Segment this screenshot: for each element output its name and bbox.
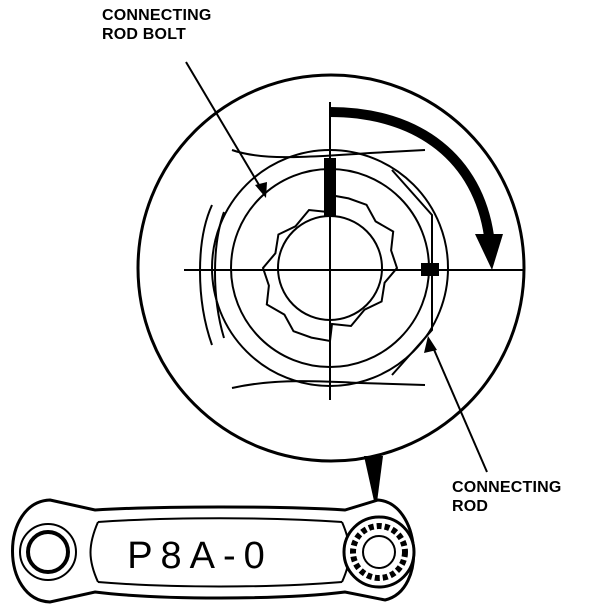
connecting-rod-bolt-label: CONNECTING ROD BOLT — [102, 6, 212, 44]
rotation-arrow-head-icon — [475, 234, 503, 270]
rod-side-inner-top — [97, 517, 343, 523]
rod-left-curve-1 — [199, 204, 213, 346]
rod-label-line-2: ROD — [452, 498, 489, 515]
bolt-leader-arrow-icon — [255, 182, 267, 198]
rod-leader-arrow-icon — [424, 336, 437, 353]
big-end-bolt-head — [362, 535, 396, 569]
bolt-label-line-1: CONNECTING — [102, 7, 212, 24]
rod-lower-curve — [231, 380, 426, 389]
connecting-rod-side-view: P8A-0 — [11, 498, 416, 604]
rod-punch-mark — [421, 263, 439, 276]
bolt-label-line-2: ROD BOLT — [102, 26, 186, 43]
rotation-arc — [329, 107, 494, 237]
rod-side-inner-bottom — [97, 581, 343, 588]
rod-side-outline — [11, 498, 416, 604]
rod-marking-text: P8A-0 — [127, 535, 273, 577]
bolt-leader-line — [185, 61, 263, 191]
magnifier-pointer — [364, 456, 383, 510]
rod-leader-line — [431, 344, 488, 473]
rod-label-line-1: CONNECTING — [452, 479, 562, 496]
rod-side-panel-left — [89, 521, 99, 583]
connecting-rod-label: CONNECTING ROD — [452, 478, 562, 516]
small-end-bore — [26, 530, 70, 574]
bolt-punch-mark — [324, 158, 336, 216]
